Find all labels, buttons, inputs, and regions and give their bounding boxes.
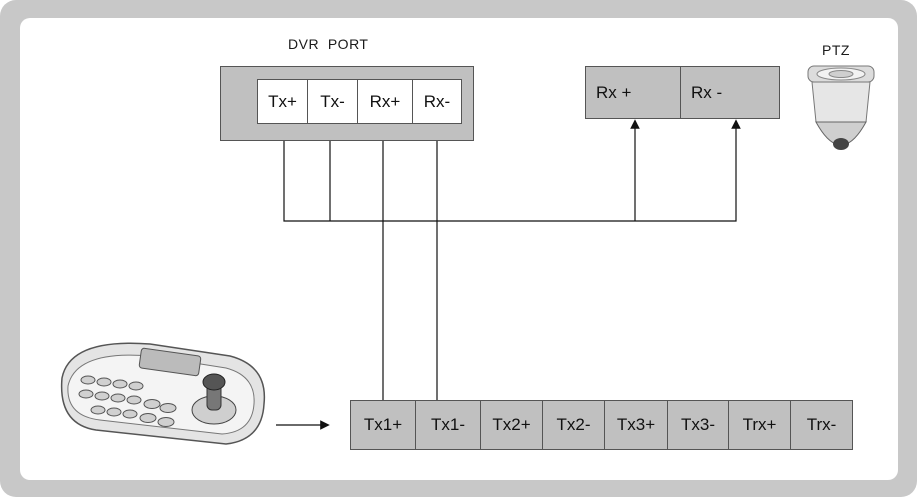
keyboard-controller-icon xyxy=(60,342,266,445)
dvr-port-rx-plus: Rx+ xyxy=(357,79,413,124)
dvr-port-title: DVR PORT xyxy=(288,36,369,52)
wire-dvr-tx-to-ptz-rx xyxy=(283,119,741,222)
dvr-port-tx-minus: Tx- xyxy=(307,79,358,124)
dvr-port-block: Tx+ Tx- Rx+ Rx- xyxy=(220,66,474,141)
ptz-port-rx-minus: Rx - xyxy=(680,66,780,119)
controller-terminal-strip: Tx1+ Tx1- Tx2+ Tx2- Tx3+ Tx3- Trx+ Trx- xyxy=(350,400,853,450)
ptz-title: PTZ xyxy=(822,42,850,58)
terminal-tx2-minus: Tx2- xyxy=(542,400,605,450)
terminal-tx3-minus: Tx3- xyxy=(667,400,729,450)
terminal-tx3-plus: Tx3+ xyxy=(604,400,668,450)
terminal-trx-minus: Trx- xyxy=(790,400,853,450)
dvr-port-tx-plus: Tx+ xyxy=(257,79,308,124)
terminal-tx1-minus: Tx1- xyxy=(415,400,481,450)
terminal-tx1-plus: Tx1+ xyxy=(350,400,416,450)
terminal-tx2-plus: Tx2+ xyxy=(480,400,543,450)
ptz-camera-icon xyxy=(807,65,875,150)
wire-controller-to-dvr-rx xyxy=(378,131,442,400)
terminal-trx-plus: Trx+ xyxy=(728,400,791,450)
ptz-port-rx-plus: Rx + xyxy=(585,66,681,119)
dvr-port-rx-minus: Rx- xyxy=(412,79,462,124)
